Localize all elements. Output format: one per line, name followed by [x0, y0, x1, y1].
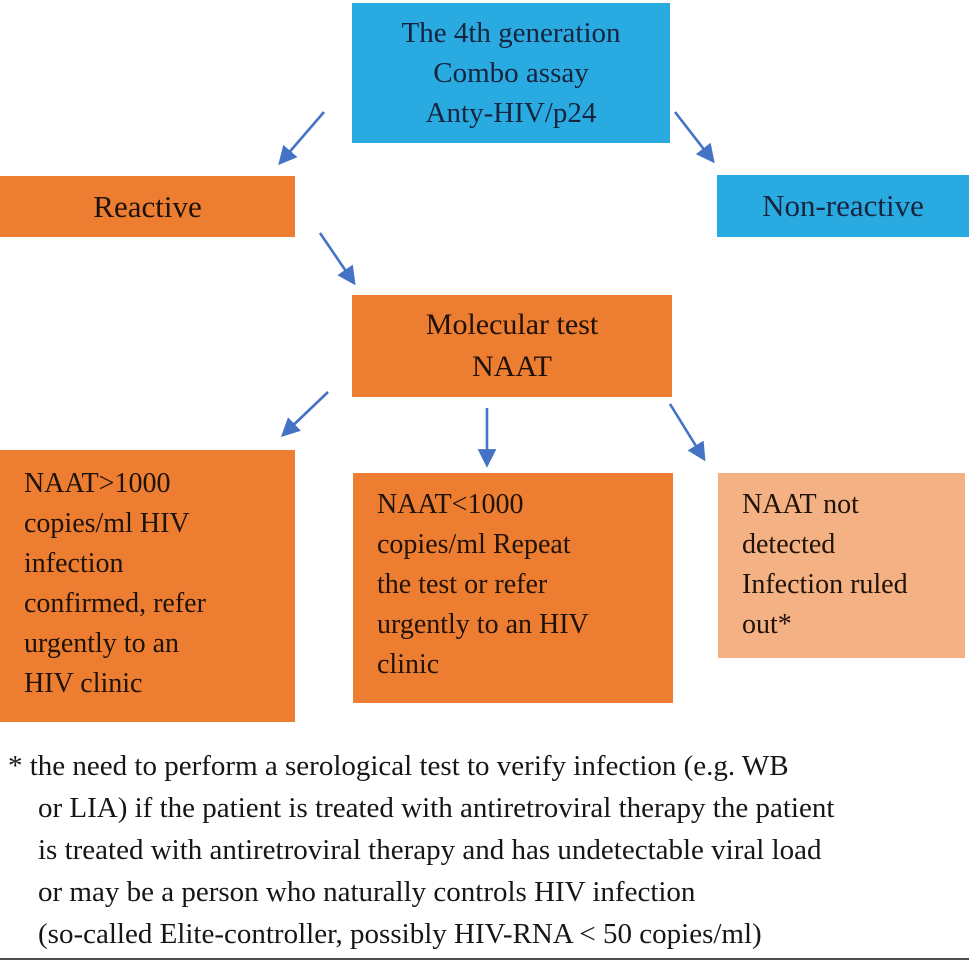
figure-bottom-border	[0, 958, 969, 960]
asterisk-footnote: * the need to perform a serological test…	[8, 750, 835, 950]
naat-below-1000-text: NAAT<1000 copies/ml Repeat the test or r…	[377, 489, 589, 680]
naat-not-detected-text: NAAT not detected Infection ruled out*	[742, 489, 908, 640]
combo-assay-box: The 4th generation Combo assay Anty-HIV/…	[352, 3, 670, 143]
non-reactive-label: Non-reactive	[762, 188, 924, 223]
naat-above-1000-box: NAAT>1000 copies/ml HIV infection confir…	[0, 450, 295, 722]
combo-assay-text: The 4th generation Combo assay Anty-HIV/…	[401, 17, 621, 129]
naat-not-detected-box: NAAT not detected Infection ruled out*	[718, 473, 965, 658]
reactive-box: Reactive	[0, 176, 295, 237]
molecular-test-naat-text: Molecular test NAAT	[425, 308, 599, 383]
arrow-naat-to-notdetected	[668, 403, 706, 462]
arrow-naat-to-high	[280, 391, 329, 437]
naat-above-1000-text: NAAT>1000 copies/ml HIV infection confir…	[24, 468, 206, 699]
naat-below-1000-box: NAAT<1000 copies/ml Repeat the test or r…	[353, 473, 673, 703]
reactive-label: Reactive	[93, 188, 202, 224]
arrow-reactive-to-naat	[318, 232, 356, 286]
non-reactive-box: Non-reactive	[717, 175, 969, 237]
arrow-top-to-nonreactive	[673, 111, 715, 164]
molecular-test-naat-box: Molecular test NAAT	[352, 295, 672, 397]
arrow-top-to-reactive	[278, 111, 325, 166]
